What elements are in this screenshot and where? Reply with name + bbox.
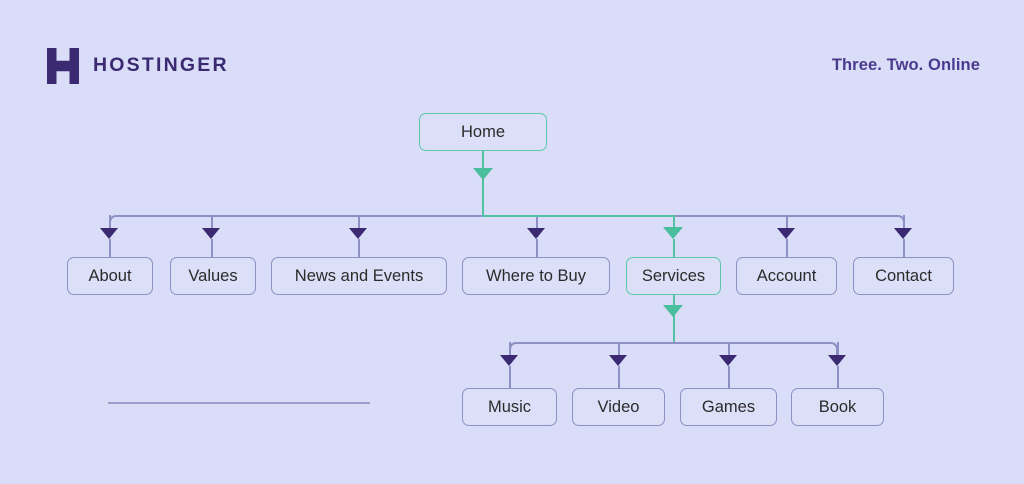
node-account[interactable]: Account — [736, 257, 837, 295]
arrow-services-down-icon — [663, 227, 683, 239]
arrow-games-down-icon — [719, 355, 737, 366]
node-services-label: Services — [641, 266, 706, 285]
distribution-bar-level1-highlight — [482, 215, 675, 218]
arrow-where-to-buy-down-icon — [527, 228, 545, 239]
connector-drop-games — [728, 342, 730, 362]
node-games[interactable]: Games — [680, 388, 777, 426]
node-values-label: Values — [188, 266, 238, 285]
connector-account-to-node — [786, 239, 788, 258]
connector-news-and-events-to-node — [358, 239, 360, 258]
node-music[interactable]: Music — [462, 388, 557, 426]
node-account-label: Account — [756, 266, 817, 285]
brand-lockup: HOSTINGER — [47, 48, 229, 84]
node-about-label: About — [88, 266, 132, 285]
connector-where-to-buy-to-node — [536, 239, 538, 258]
node-contact-label: Contact — [875, 266, 932, 285]
node-news-and-events-label: News and Events — [294, 266, 424, 285]
connector-music-to-node — [509, 366, 511, 388]
connector-drop-values — [211, 215, 213, 235]
node-services[interactable]: Services — [626, 257, 721, 295]
node-news-and-events[interactable]: News and Events — [271, 257, 447, 295]
connector-drop-services — [673, 215, 676, 235]
footer-divider-line — [108, 402, 370, 404]
arrow-about-down-icon — [100, 228, 118, 239]
hostinger-h-logo-icon — [47, 48, 79, 84]
node-home-label: Home — [460, 122, 505, 141]
arrow-values-down-icon — [202, 228, 220, 239]
connector-video-to-node — [618, 366, 620, 388]
connector-services-to-node — [673, 239, 676, 258]
connector-values-to-node — [211, 239, 213, 258]
arrow-video-down-icon — [609, 355, 627, 366]
node-video[interactable]: Video — [572, 388, 665, 426]
connector-about-to-node — [109, 239, 111, 258]
arrow-music-down-icon — [500, 355, 518, 366]
node-games-label: Games — [701, 397, 756, 416]
tagline: Three. Two. Online — [831, 56, 980, 74]
connector-drop-where-to-buy — [536, 215, 538, 235]
connector-drop-music — [509, 342, 511, 362]
connector-drop-news-and-events — [358, 215, 360, 235]
connector-drop-about — [109, 215, 111, 235]
node-book[interactable]: Book — [791, 388, 884, 426]
node-where-to-buy[interactable]: Where to Buy — [462, 257, 610, 295]
arrow-book-down-icon — [828, 355, 846, 366]
node-contact[interactable]: Contact — [853, 257, 954, 295]
connector-drop-video — [618, 342, 620, 362]
connector-services-to-children — [673, 295, 676, 343]
node-book-label: Book — [818, 397, 857, 416]
connector-drop-contact — [903, 215, 905, 235]
brand-wordmark: HOSTINGER — [93, 54, 229, 77]
connector-home-to-bar — [482, 180, 485, 216]
node-music-label: Music — [487, 397, 532, 416]
node-where-to-buy-label: Where to Buy — [486, 266, 586, 285]
connector-book-to-node — [837, 366, 839, 388]
arrow-home-down-icon — [473, 168, 493, 180]
distribution-bar-level2 — [509, 342, 838, 360]
arrow-account-down-icon — [777, 228, 795, 239]
node-about[interactable]: About — [67, 257, 153, 295]
node-values[interactable]: Values — [170, 257, 256, 295]
connector-contact-to-node — [903, 239, 905, 258]
arrow-contact-down-icon — [894, 228, 912, 239]
connector-games-to-node — [728, 366, 730, 388]
arrow-news-and-events-down-icon — [349, 228, 367, 239]
connector-drop-book — [837, 342, 839, 362]
arrow-services-children-down-icon — [663, 305, 683, 317]
connector-drop-account — [786, 215, 788, 235]
node-home[interactable]: Home — [419, 113, 547, 151]
node-video-label: Video — [597, 397, 640, 416]
